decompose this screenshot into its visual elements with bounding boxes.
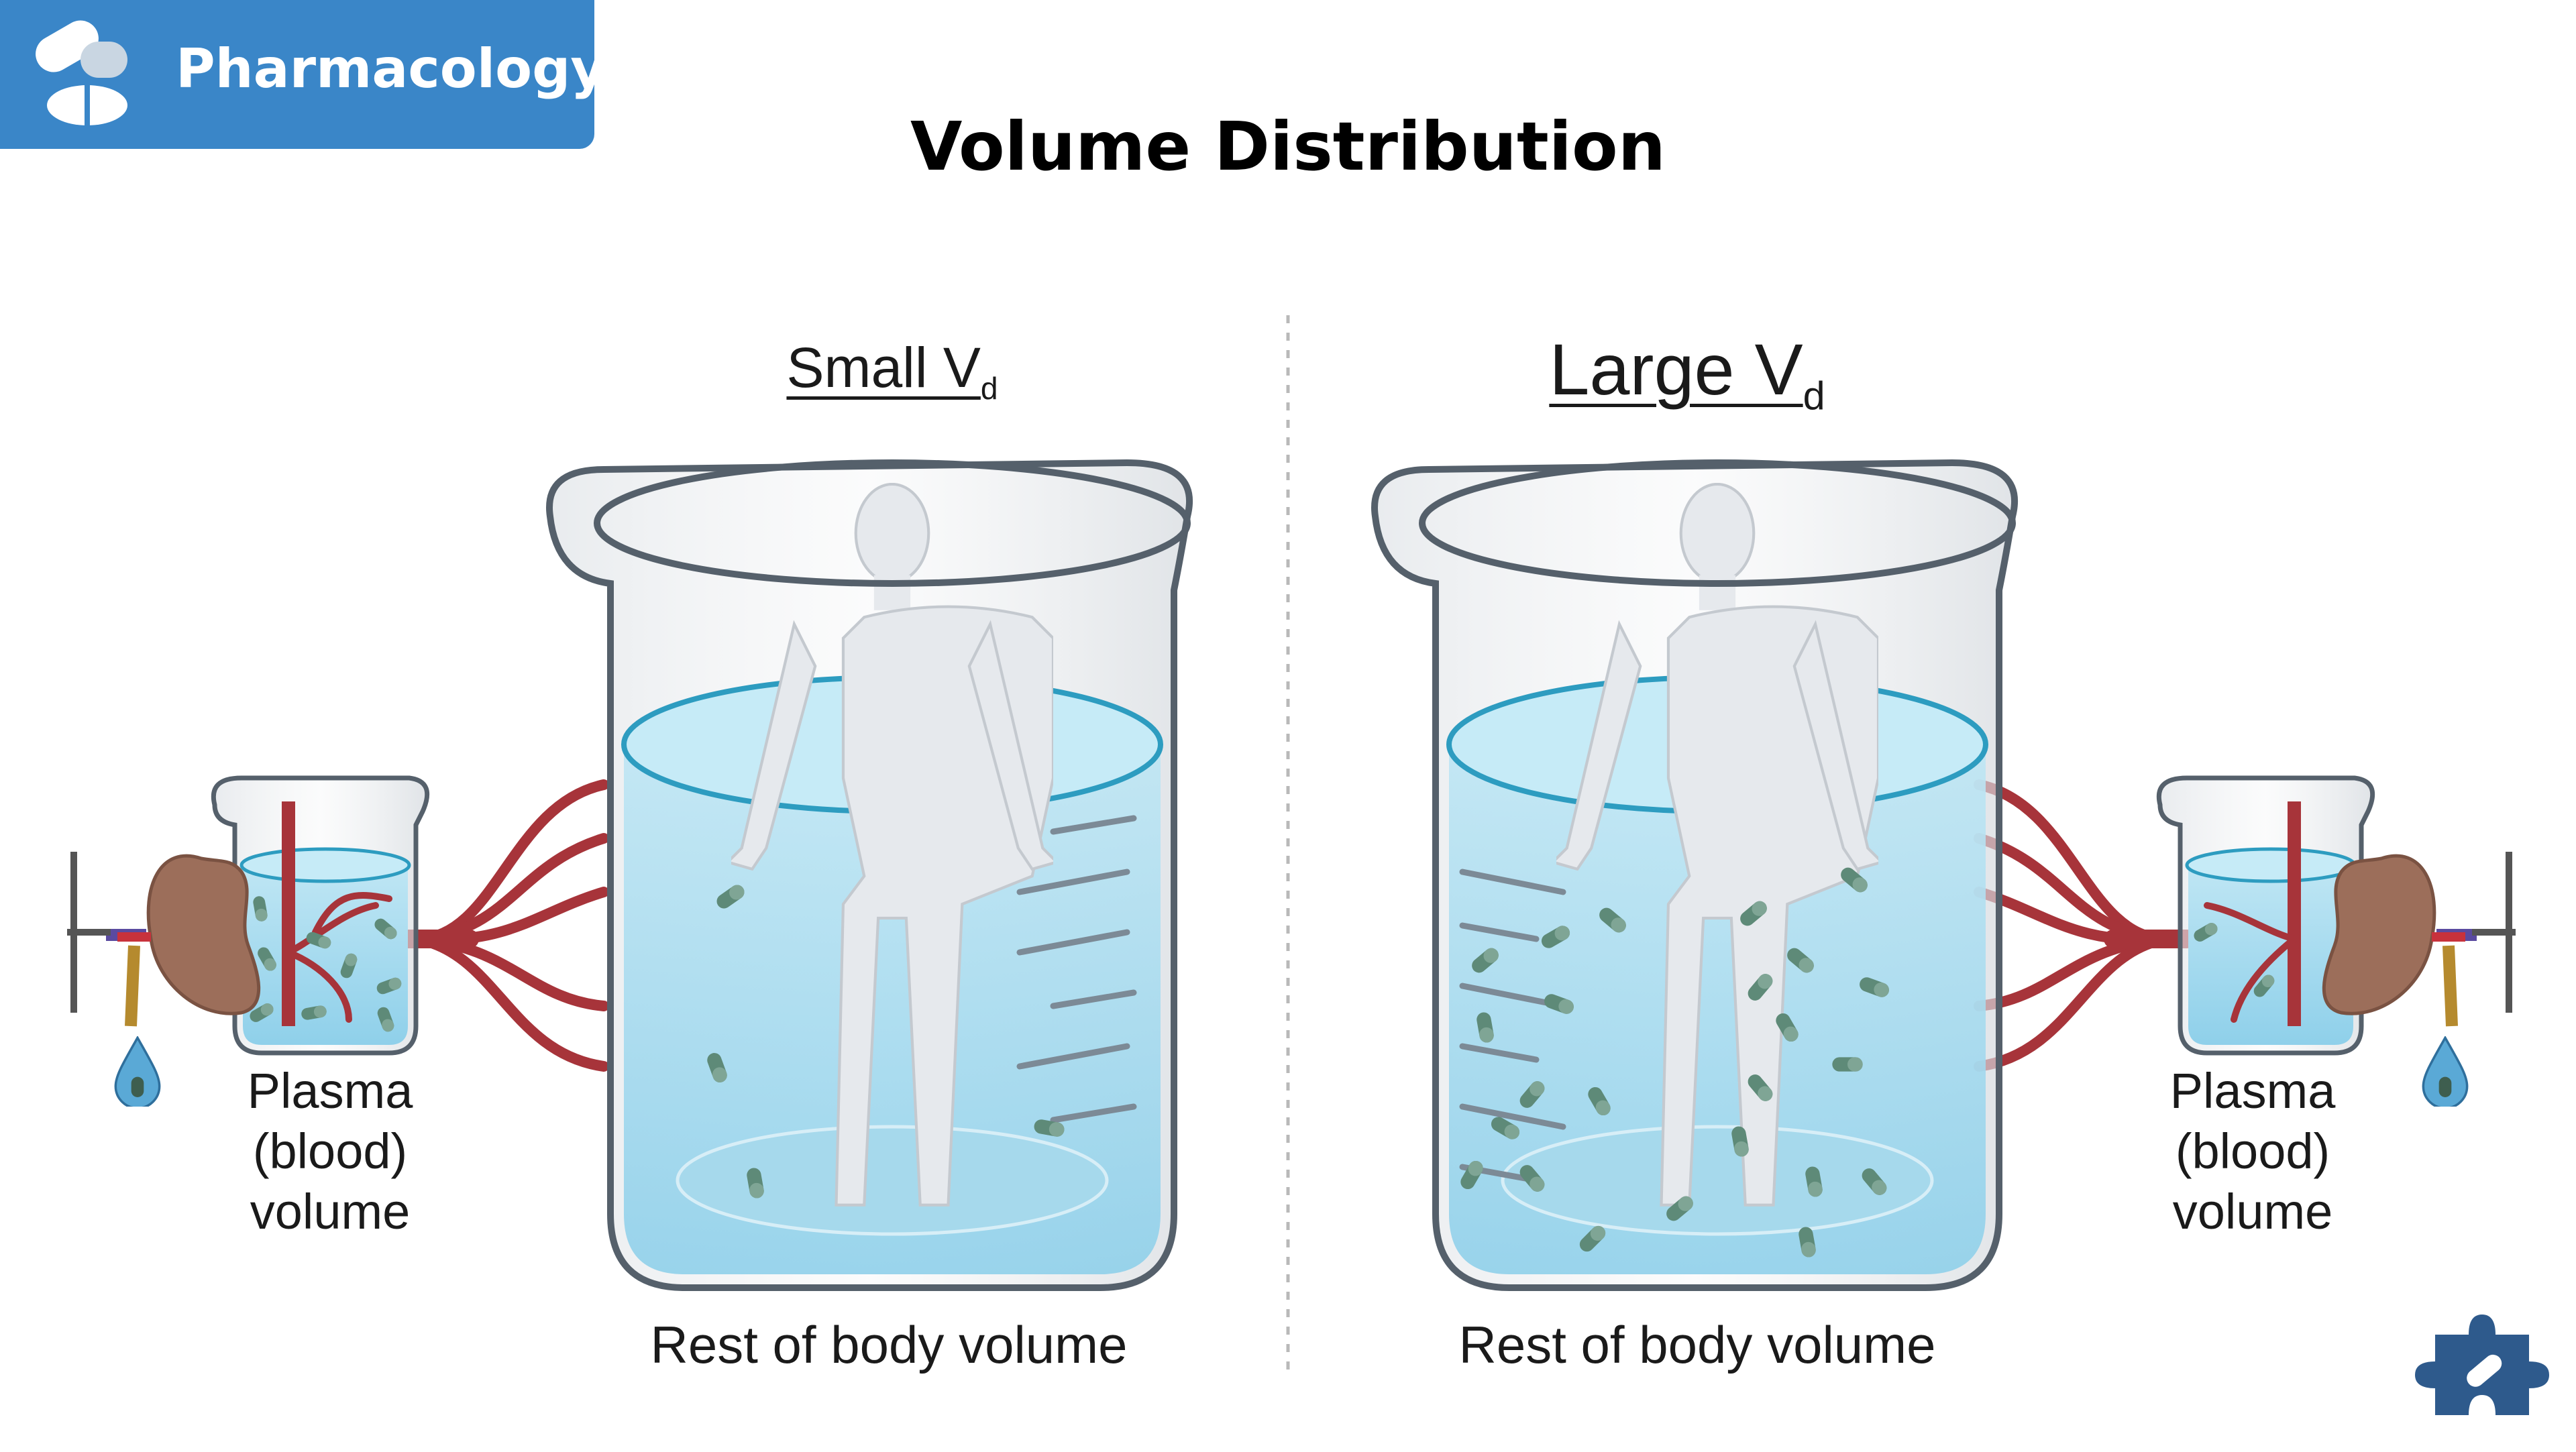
plasma-label-line: (blood) xyxy=(2132,1121,2373,1182)
rest-of-body-label-left: Rest of body volume xyxy=(587,1315,1191,1376)
small-vd-text: Small V xyxy=(786,336,980,399)
small-vd-heading: Small Vd xyxy=(758,335,1026,406)
blood-vessels-right xyxy=(1979,785,2187,1066)
large-vd-heading: Large Vd xyxy=(1503,327,1872,419)
plasma-label-line: Plasma xyxy=(209,1061,451,1121)
plasma-label-left: Plasma (blood) volume xyxy=(209,1061,451,1242)
plasma-label-line: (blood) xyxy=(209,1121,451,1182)
page-title: Volume Distribution xyxy=(0,107,2576,186)
large-vd-text: Large V xyxy=(1549,329,1803,410)
rest-of-body-beaker-left xyxy=(549,463,1189,1288)
badge-label: Pharmacology xyxy=(176,38,606,100)
rest-of-body-label-right: Rest of body volume xyxy=(1395,1315,1999,1376)
plasma-label-line: volume xyxy=(209,1182,451,1242)
plasma-label-line: volume xyxy=(2132,1182,2373,1242)
plasma-label-line: Plasma xyxy=(2132,1061,2373,1121)
small-vd-subscript: d xyxy=(981,371,998,406)
puzzle-piece-icon xyxy=(2415,1315,2549,1415)
plasma-label-right: Plasma (blood) volume xyxy=(2132,1061,2373,1242)
large-vd-subscript: d xyxy=(1803,374,1825,418)
blood-vessels-left xyxy=(396,785,604,1066)
